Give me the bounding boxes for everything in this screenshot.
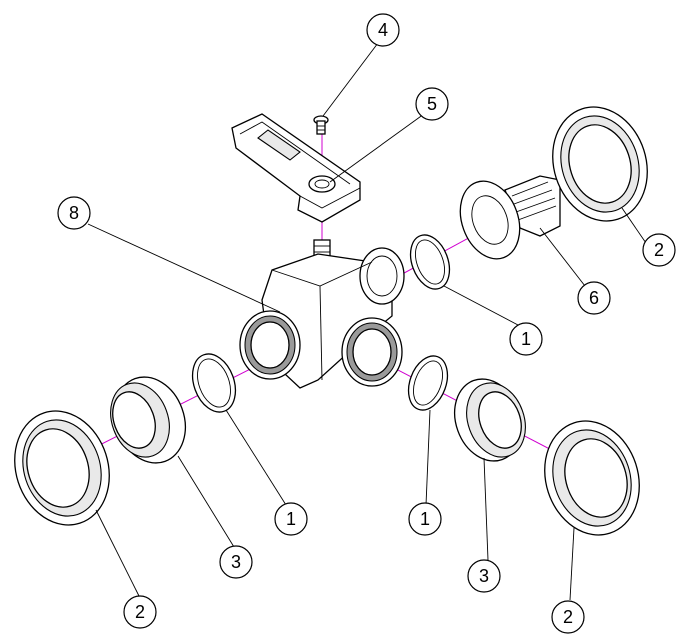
callout-2-right: 2: [551, 600, 585, 634]
callout-2-upper-right-label: 2: [654, 240, 664, 260]
callout-2-left-label: 2: [135, 602, 145, 622]
callout-1-left-label: 1: [286, 509, 296, 529]
union-nut-upper-right: [552, 106, 648, 222]
callout-2-left: 2: [123, 595, 157, 629]
callout-1-left: 1: [274, 502, 308, 536]
callout-3-right-label: 3: [479, 566, 489, 586]
callout-4: 4: [366, 13, 400, 47]
callout-3-left-label: 3: [231, 552, 241, 572]
callout-6-label: 6: [589, 288, 599, 308]
union-nut-left: [14, 410, 110, 526]
callout-1-right-label: 1: [420, 509, 430, 529]
valve-body-part: [239, 239, 405, 389]
callout-8-label: 8: [69, 203, 79, 223]
flanged-insert-part: [459, 175, 561, 260]
union-nut-right: [544, 420, 640, 536]
callout-4-label: 4: [378, 20, 388, 40]
callout-2-right-label: 2: [563, 607, 573, 627]
union-end-left: [110, 376, 186, 464]
handle-part: [231, 113, 361, 223]
callout-1-upper-label: 1: [521, 329, 531, 349]
callout-6: 6: [577, 281, 611, 315]
callout-5: 5: [415, 87, 449, 121]
callout-1-right: 1: [408, 502, 442, 536]
callout-3-left: 3: [219, 545, 253, 579]
callout-3-right: 3: [467, 559, 501, 593]
o-ring-parts: [191, 234, 451, 413]
callout-8: 8: [57, 196, 91, 230]
screw-part: [313, 115, 329, 135]
callout-2-upper-right: 2: [642, 233, 676, 267]
callout-5-label: 5: [427, 94, 437, 114]
union-end-right: [454, 378, 526, 462]
leader-lines: [87, 42, 649, 601]
callout-1-upper: 1: [509, 322, 543, 356]
